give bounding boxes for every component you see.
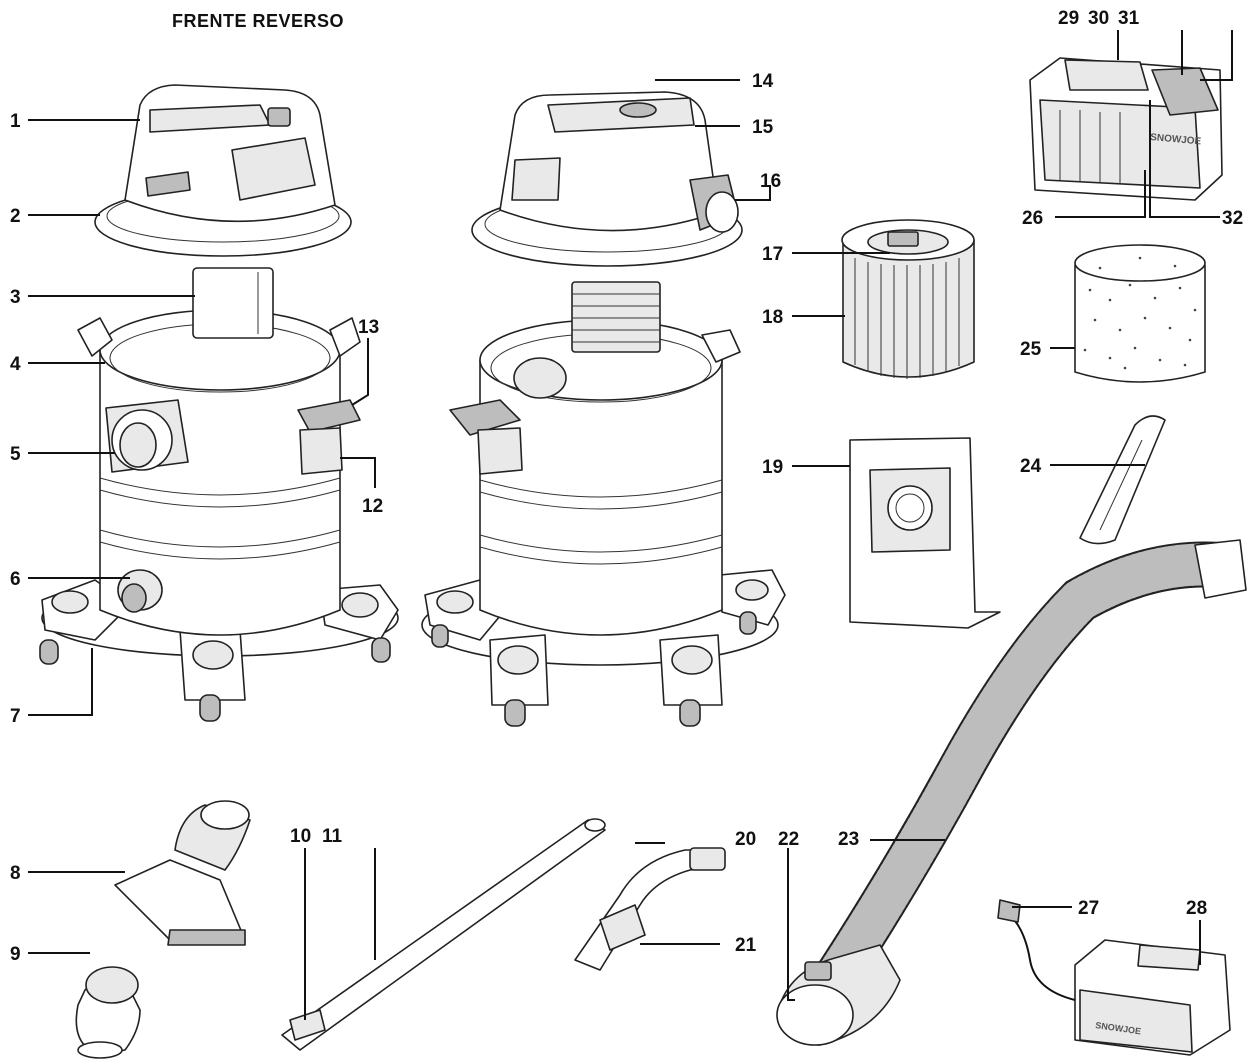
callout-14: 14 <box>752 71 774 92</box>
leader-lines <box>28 30 1233 1020</box>
powerhead-rear <box>471 91 743 267</box>
callout-29: 29 <box>1058 8 1079 29</box>
callout-30: 30 <box>1088 8 1109 29</box>
callout-5: 5 <box>10 444 21 465</box>
elbow-adapter <box>75 966 141 1059</box>
callout-26: 26 <box>1022 208 1043 229</box>
callout-22: 22 <box>778 829 799 850</box>
callout-12: 12 <box>362 496 383 517</box>
callout-3: 3 <box>10 287 21 308</box>
callout-7: 7 <box>10 706 21 727</box>
foam-sleeve <box>1074 244 1206 383</box>
callout-8: 8 <box>10 863 21 884</box>
callout-15: 15 <box>752 117 774 138</box>
front-vacuum-illustration <box>39 84 399 722</box>
callout-25: 25 <box>1020 339 1042 360</box>
callout-32: 32 <box>1222 208 1243 229</box>
callout-31: 31 <box>1118 8 1140 29</box>
charger: SNOWJOE <box>997 899 1231 1056</box>
battery-logo: SNOWJOE <box>1150 132 1202 147</box>
callout-6: 6 <box>10 569 21 590</box>
callout-10: 10 <box>290 826 311 847</box>
flex-hose <box>776 539 1247 1046</box>
drum-front <box>77 309 361 636</box>
callout-20: 20 <box>735 829 756 850</box>
callout-4: 4 <box>10 354 21 375</box>
pleated-filter-installed <box>571 281 661 353</box>
curved-wand <box>574 847 726 971</box>
callout-13: 13 <box>358 317 379 338</box>
dust-bag <box>849 437 1001 629</box>
callout-1: 1 <box>10 111 21 132</box>
callout-18: 18 <box>762 307 783 328</box>
callout-2: 2 <box>10 206 21 227</box>
callout-24: 24 <box>1020 456 1042 477</box>
callout-9: 9 <box>10 944 21 965</box>
battery-pack: SNOWJOE <box>1029 57 1223 201</box>
callout-17: 17 <box>762 244 783 265</box>
crevice-tool <box>1079 415 1166 545</box>
filter-cage-front <box>192 267 274 339</box>
cartridge-filter <box>841 219 975 379</box>
floor-nozzle <box>114 800 251 946</box>
drum-rear <box>449 319 741 636</box>
callout-23: 23 <box>838 829 859 850</box>
callout-27: 27 <box>1078 898 1099 919</box>
callout-11: 11 <box>322 826 343 847</box>
callout-labels: 1 2 3 4 5 6 7 8 9 10 11 12 13 14 15 16 1… <box>10 8 1243 965</box>
rear-vacuum-illustration <box>421 91 786 727</box>
callout-16: 16 <box>760 171 781 192</box>
callout-28: 28 <box>1186 898 1207 919</box>
diagram-title: FRENTE REVERSO <box>172 11 344 31</box>
extension-wands <box>281 818 606 1051</box>
callout-21: 21 <box>735 935 757 956</box>
callout-19: 19 <box>762 457 783 478</box>
powerhead-front <box>94 84 352 257</box>
